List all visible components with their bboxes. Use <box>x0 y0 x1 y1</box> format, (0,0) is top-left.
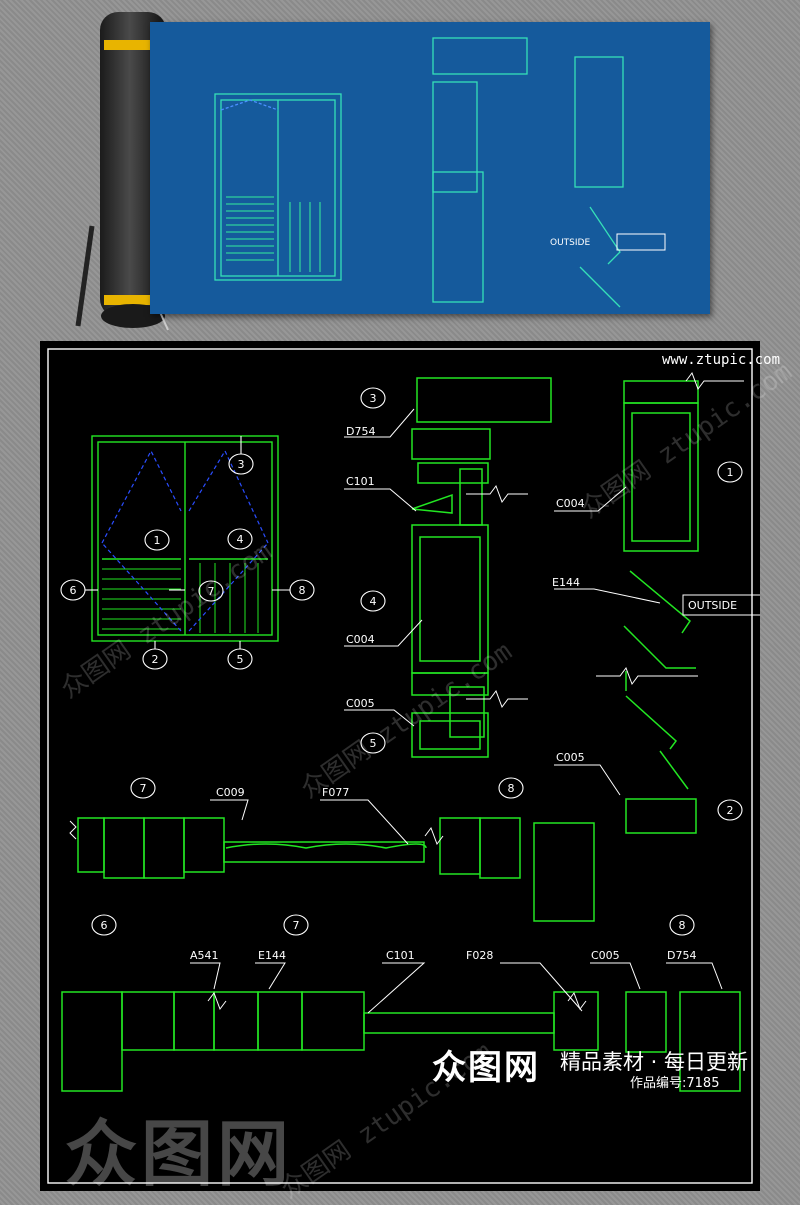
opening-swing-lines <box>101 449 269 632</box>
vertical-section-middle <box>411 377 552 758</box>
section-callout-4: 4 <box>370 595 377 608</box>
label-c005-right: C005 <box>556 751 585 764</box>
paper-roll <box>75 12 182 331</box>
vertical-section-right <box>623 380 699 834</box>
label-f077: F077 <box>322 786 349 799</box>
label-c101-lower: C101 <box>386 949 415 962</box>
plan2-callout-6: 6 <box>101 919 108 932</box>
label-c005-lower: C005 <box>591 949 620 962</box>
section-callout-5: 5 <box>370 737 377 750</box>
slogan: 精品素材 · 每日更新 <box>560 1050 749 1074</box>
label-outside: OUTSIDE <box>688 599 737 612</box>
callout-2: 2 <box>152 653 159 666</box>
brand-name: 众图网 <box>432 1048 540 1088</box>
label-e144: E144 <box>258 949 286 962</box>
plan2-callout-8: 8 <box>679 919 686 932</box>
cad-drawing: 3 1 4 6 7 8 2 5 3 4 5 1 2 7 8 6 7 8 <box>47 348 774 1184</box>
blueprint-drawing: OUTSIDE <box>214 37 666 308</box>
section-callout-2: 2 <box>727 804 734 817</box>
outside-label: OUTSIDE <box>550 238 590 248</box>
label-d754-lower: D754 <box>667 949 696 962</box>
site-url-watermark: www.ztupic.com <box>662 352 781 368</box>
plan2-callout-7: 7 <box>293 919 300 932</box>
label-a541: A541 <box>190 949 219 962</box>
callout-3: 3 <box>238 458 245 471</box>
door-elevation <box>91 435 279 642</box>
callout-8: 8 <box>299 584 306 597</box>
callout-6: 6 <box>70 584 77 597</box>
plan-callout-7: 7 <box>140 782 147 795</box>
label-c004-right: C004 <box>556 497 585 510</box>
callout-1: 1 <box>154 534 161 547</box>
label-d754: D754 <box>346 425 375 438</box>
work-number: 作品编号:7185 <box>630 1076 720 1091</box>
section-callout-1: 1 <box>727 466 734 479</box>
label-c101: C101 <box>346 475 375 488</box>
callout-4: 4 <box>237 533 244 546</box>
label-e144-right: E144 <box>552 576 580 589</box>
horizontal-section-lower <box>61 991 741 1092</box>
callout-7: 7 <box>208 585 215 598</box>
label-c004: C004 <box>346 633 375 646</box>
brand-logo-watermark: 众图网 <box>65 1112 294 1196</box>
horizontal-section-upper <box>77 817 595 922</box>
blueprint-sheet: OUTSIDE <box>150 22 710 314</box>
cad-drawing-panel: 3 1 4 6 7 8 2 5 3 4 5 1 2 7 8 6 7 8 <box>40 341 774 1191</box>
label-c005: C005 <box>346 697 375 710</box>
section-callout-3: 3 <box>370 392 377 405</box>
callout-5: 5 <box>237 653 244 666</box>
label-c009: C009 <box>216 786 245 799</box>
label-f028: F028 <box>466 949 493 962</box>
plan-callout-8: 8 <box>508 782 515 795</box>
